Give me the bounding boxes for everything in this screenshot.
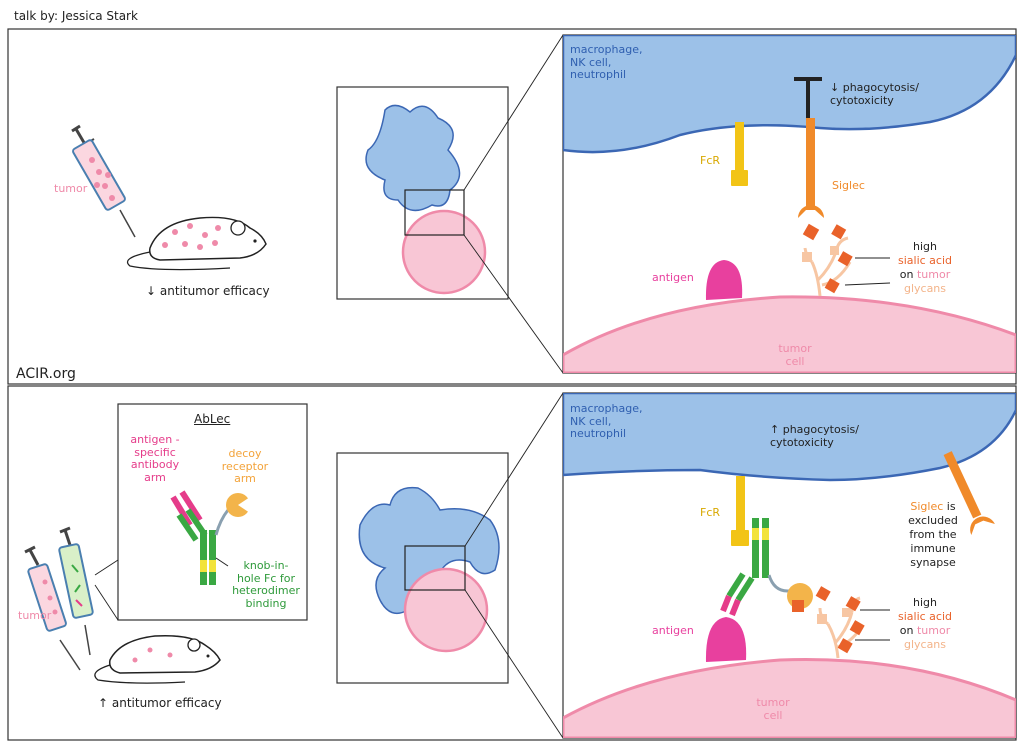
bottom-mouse-icon [94,634,221,684]
bottom-effect-label: ↑ phagocytosis/ cytotoxicity [770,423,859,449]
bottom-tumor-cell-shape [403,567,489,653]
top-efficacy-label: ↓ antitumor efficacy [146,284,270,298]
top-macrophage-shape [365,104,461,212]
top-tumor-label: tumor [54,182,88,195]
bottom-glycan-tree [792,586,865,659]
bottom-immune-cell-membrane [563,393,1016,482]
top-cell-label: macrophage, NK cell, neutrophil [570,43,643,82]
top-sialic-on: on [899,268,914,281]
top-antigen-label: antigen [652,271,694,284]
top-antigen [705,260,743,300]
bottom-antigen-label: antigen [652,624,694,637]
bottom-antigen [705,617,747,662]
top-siglec-receptor [798,118,824,218]
bottom-efficacy-label: ↑ antitumor efficacy [98,696,222,710]
ablec-fc-label: knob-in- hole Fc for heterodimer binding [232,559,300,610]
top-sialic-glycans: glycans [903,282,947,295]
acir-source: ACIR.org [16,366,76,382]
bottom-sialic-note: high sialic acid on tumor glycans [890,596,960,652]
ablec-title: AbLec [194,412,231,426]
bottom-sialic-acid: sialic acid [897,610,952,623]
top-siglec-label: Siglec [832,179,865,192]
talk-credit: talk by: Jessica Stark [14,9,138,23]
bottom-sialic-high: high [913,596,937,609]
top-immune-cell-membrane [563,35,1016,154]
bottom-macrophage-shape [358,486,500,615]
top-glycan-tree [802,223,853,297]
bottom-syringes-icon [24,526,119,671]
top-sialic-note: high sialic acid on tumor glycans [890,240,960,296]
bottom-siglec-note: Siglec is excluded from the immune synap… [898,500,968,570]
top-inhibition-sign [794,77,822,118]
top-effect-label: ↓ phagocytosis/ cytotoxicity [830,81,919,107]
bottom-sialic-tumor: tumor [916,624,951,637]
top-tumor-cell-label: tumor cell [778,342,812,368]
bottom-fcr-label: FcR [700,506,721,519]
top-mouse-icon [126,216,267,271]
top-zoom-box [404,189,465,236]
top-tumor-cell-shape [401,209,487,295]
top-tumor-cell-membrane [563,295,1016,373]
bottom-cell-label: macrophage, NK cell, neutrophil [570,402,643,441]
bottom-tumor-cell-membrane [563,658,1016,738]
bottom-tumor-cell-label: tumor cell [756,696,790,722]
ablec-antigen-arm-label: antigen - specific antibody arm [130,433,180,484]
bottom-fcr-receptor [731,476,749,546]
bottom-siglec-label: Siglec [910,500,944,513]
bottom-zoom-box [404,545,466,591]
top-fcr-receptor [731,122,748,186]
ablec-decoy-arm-label: decoy receptor arm [221,447,269,486]
top-syringe-icon [71,124,136,238]
top-sialic-tumor: tumor [916,268,951,281]
top-sialic-high: high [913,240,937,253]
bottom-tumor-label: tumor [18,609,52,622]
top-sialic-acid: sialic acid [897,254,952,267]
bottom-siglec-excluded: is excluded from the immune synapse [908,500,958,569]
bottom-sialic-glycans: glycans [903,638,947,651]
bottom-sialic-on: on [899,624,914,637]
top-fcr-label: FcR [700,154,721,167]
ablec-molecule [170,490,250,585]
bottom-siglec-receptor [943,451,995,536]
